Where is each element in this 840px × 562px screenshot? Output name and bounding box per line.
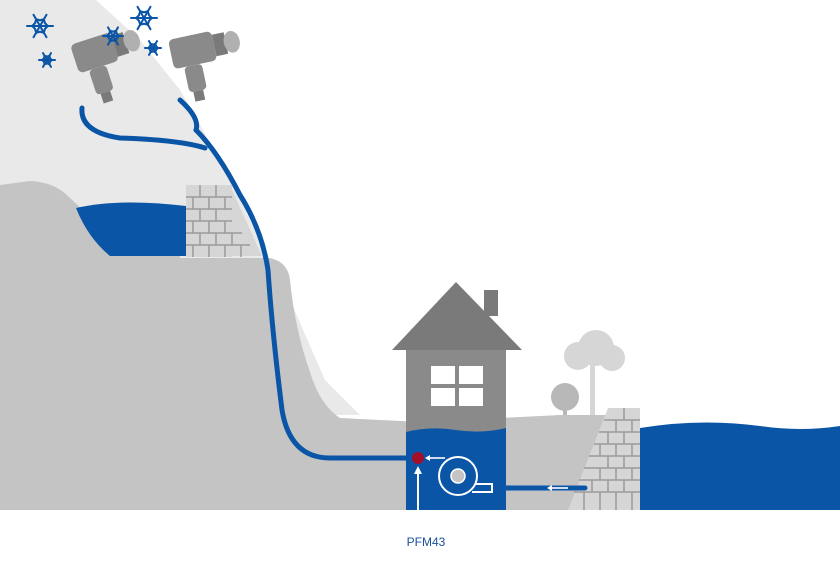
- flow-sensor-icon: [412, 452, 424, 464]
- flow-arrow: [425, 455, 445, 461]
- snow-cannon-icon: [71, 29, 141, 104]
- tree-icon: [551, 383, 579, 415]
- measurement-point-label: PFM43: [406, 535, 446, 549]
- upper-reservoir: [76, 202, 186, 256]
- tree-icon: [564, 330, 625, 415]
- snowflake-icon: [102, 26, 124, 46]
- discharge-pipe: [193, 127, 443, 461]
- cannon-pipe-1: [79, 105, 208, 151]
- lower-reservoir: [640, 422, 840, 510]
- flow-arrow: [547, 485, 568, 491]
- snow-cannon-icon: [168, 30, 240, 102]
- lower-dam: [568, 408, 640, 510]
- window: [431, 366, 483, 406]
- upper-dam: [186, 185, 262, 257]
- snowflake-icon: [130, 5, 158, 31]
- cannon-pipe-2: [177, 97, 200, 133]
- pump-icon: [438, 456, 493, 496]
- snowflake-icon: [26, 13, 54, 39]
- snowflake-icon: [38, 52, 56, 68]
- snowflake-icon: [144, 40, 162, 56]
- callout-arrow: [414, 466, 422, 530]
